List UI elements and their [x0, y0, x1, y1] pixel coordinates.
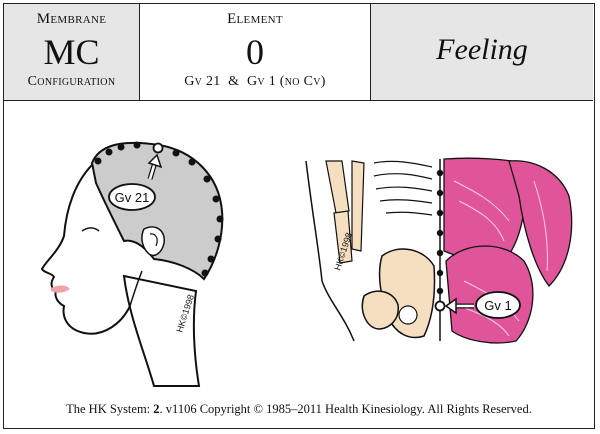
footer-prefix: The HK System:: [66, 402, 154, 416]
back-illustration: Gv 1 HK©1998: [305, 157, 573, 344]
element-label: Element: [227, 11, 283, 27]
membrane-cell: Membrane MC Configuration: [4, 4, 140, 100]
footer-volume: 2: [153, 402, 160, 416]
points-line: Gv 21 & Gv 1 (no Cv): [184, 74, 326, 89]
back-point-label: Gv 1: [484, 298, 511, 313]
element-value: 0: [246, 32, 264, 72]
footer-rest: . v1106 Copyright © 1985–2011 Health Kin…: [159, 402, 532, 416]
membrane-value: MC: [43, 32, 100, 72]
head-point-label: Gv 21: [115, 190, 150, 205]
head-illustration: Gv 21 HK©1998: [40, 141, 224, 387]
footer-copyright: The HK System: 2. v1106 Copyright © 1985…: [4, 402, 594, 417]
configuration-label: Configuration: [27, 74, 116, 89]
illustration-area: Gv 21 HK©1998: [40, 141, 573, 387]
head-label-bubble: [108, 183, 156, 211]
back-label-bubble: [475, 291, 521, 319]
card: Membrane MC Configuration Element 0 Gv 2…: [3, 3, 595, 429]
title-cell: Feeling: [371, 4, 593, 100]
card-header: Membrane MC Configuration Element 0 Gv 2…: [4, 4, 593, 101]
page-title: Feeling: [436, 33, 528, 66]
membrane-label: Membrane: [36, 11, 107, 27]
element-cell: Element 0 Gv 21 & Gv 1 (no Cv): [140, 4, 371, 100]
